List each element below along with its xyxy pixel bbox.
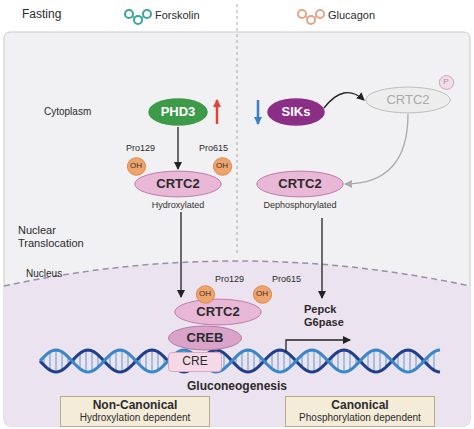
protein-oval: CRTC2	[173, 298, 263, 326]
transcription-arrow	[286, 340, 350, 352]
pathway-box: CanonicalPhosphorylation dependent	[285, 396, 435, 427]
node-title: CRTC2	[386, 93, 429, 107]
node-title: OH	[130, 162, 142, 171]
node-title: OH	[256, 290, 268, 299]
node-title: CRTC2	[196, 305, 239, 319]
inactive-protein-oval: CRTC2	[364, 86, 452, 114]
protein-oval: CRTC2Dephosphorylated	[255, 170, 345, 198]
residue-label: Pro129	[126, 143, 155, 153]
decrease-arrow	[257, 100, 260, 124]
phosphate-circle: P	[439, 75, 454, 90]
node-title: SIKs	[282, 105, 311, 119]
node-title: CREB	[187, 331, 224, 345]
node-title: P	[443, 78, 448, 87]
response-element-box: CRE	[168, 352, 222, 372]
hydroxyl-circle: OH	[127, 157, 146, 176]
protein-oval: CRTC2Hydroxylated	[133, 170, 223, 198]
dna-helix	[40, 350, 440, 372]
node-subtitle: Phosphorylation dependent	[299, 412, 421, 423]
increase-arrow	[216, 100, 219, 124]
residue-label: Pro615	[199, 143, 228, 153]
node-title: Canonical	[331, 399, 388, 412]
compartment-label: Nucleus	[26, 268, 62, 280]
stimulus-label: Glucagon	[328, 9, 375, 22]
state-caption: Hydroxylated	[152, 200, 205, 210]
divider-line	[237, 4, 238, 256]
process-title: Gluconeogenesis	[187, 380, 287, 394]
node-title: OH	[216, 162, 228, 171]
arrow-connector	[324, 93, 364, 108]
gene-label: Pepck G6pase	[304, 303, 348, 328]
node-subtitle: Hydroxylation dependent	[80, 412, 191, 423]
node-title: CRTC2	[278, 177, 321, 191]
process-label: Nuclear Translocation	[18, 224, 102, 249]
glucagon-icon	[298, 10, 324, 24]
hydroxyl-circle: OH	[196, 285, 215, 304]
condition-label: Fasting	[22, 8, 61, 22]
node-title: CRTC2	[156, 177, 199, 191]
stimulus-label: Forskolin	[155, 9, 200, 22]
arrow-connector	[345, 114, 408, 184]
node-title: CRE	[182, 355, 207, 368]
translocation-arrow	[321, 218, 322, 298]
hydroxyl-circle: OH	[253, 285, 272, 304]
factor-oval: CREB	[167, 325, 243, 351]
nucleus-region	[4, 261, 470, 426]
state-caption: Dephosphorylated	[263, 200, 336, 210]
arrow-connector	[177, 127, 178, 169]
node-title: OH	[199, 290, 211, 299]
node-title: Non-Canonical	[93, 399, 178, 412]
forskolin-icon	[125, 10, 151, 24]
residue-label: Pro129	[215, 274, 244, 284]
enzyme-oval: PHD3	[147, 97, 209, 127]
arrow-connector	[180, 212, 181, 297]
residue-label: Pro615	[272, 274, 301, 284]
node-title: PHD3	[161, 105, 196, 119]
hydroxyl-circle: OH	[213, 157, 232, 176]
kinase-oval: SIKs	[266, 97, 326, 127]
compartment-label: Cytoplasm	[44, 106, 91, 118]
pathway-box: Non-CanonicalHydroxylation dependent	[60, 396, 210, 427]
nuclear-membrane	[4, 261, 470, 286]
